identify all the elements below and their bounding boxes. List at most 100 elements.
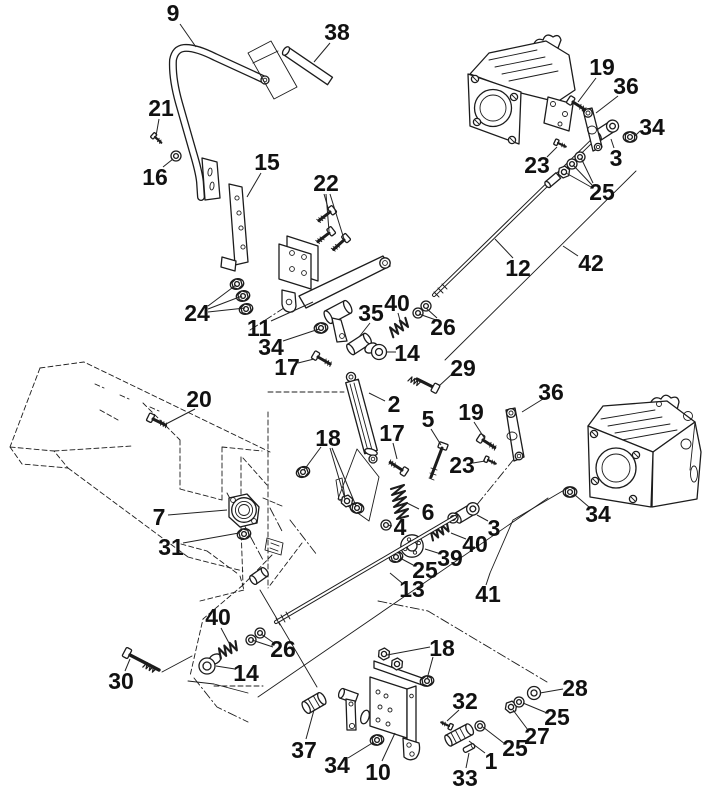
leader-line xyxy=(313,42,331,63)
washer-26-mid-b xyxy=(420,300,432,312)
part-label-27-53: 27 xyxy=(524,723,550,749)
screw-19-right xyxy=(474,431,500,454)
screw-23-top xyxy=(552,137,569,151)
leader-line xyxy=(438,373,453,387)
ball-joint-14-bottom xyxy=(198,653,222,675)
leader-line xyxy=(512,709,529,731)
flange-bearing-7 xyxy=(228,493,260,528)
part-label-25-52: 25 xyxy=(544,704,570,730)
leader-line xyxy=(494,238,514,259)
leader-line xyxy=(610,138,615,149)
pivot-arm-36-right xyxy=(505,407,525,462)
part-label-12-12: 12 xyxy=(505,255,531,281)
leader-line xyxy=(251,639,274,648)
flange-nut-18-bot xyxy=(418,674,436,688)
leader-line xyxy=(424,548,442,555)
nut-34-right xyxy=(562,486,578,498)
part-label-15-4: 15 xyxy=(254,149,280,175)
part-label-26-19: 26 xyxy=(430,314,456,340)
leader-line xyxy=(386,646,431,656)
nut-34-top xyxy=(622,131,638,143)
leader-line xyxy=(572,164,593,186)
part-label-33-56: 33 xyxy=(452,765,478,791)
part-label-34-39: 34 xyxy=(585,501,611,527)
leader-line xyxy=(282,328,320,342)
part-label-13-37: 13 xyxy=(399,576,425,602)
part-label-25-11: 25 xyxy=(589,179,615,205)
leader-line xyxy=(389,572,403,584)
bolt-29 xyxy=(407,375,441,394)
leader-line-42 xyxy=(444,170,637,361)
leader-line xyxy=(246,172,262,198)
leader-line xyxy=(546,146,558,158)
part-label-34-47: 34 xyxy=(324,752,350,778)
part-label-32-50: 32 xyxy=(452,688,478,714)
leader-line xyxy=(303,446,322,471)
washer-28 xyxy=(526,685,542,701)
leader-line xyxy=(162,158,174,168)
part-label-19-26: 19 xyxy=(458,399,484,425)
leader-line xyxy=(358,322,371,338)
part-label-23-10: 23 xyxy=(524,152,550,178)
leader-line xyxy=(207,307,246,313)
part-label-34-16: 34 xyxy=(258,334,284,360)
leader-line xyxy=(207,284,237,307)
spacer-35 xyxy=(346,332,372,356)
leader-line xyxy=(387,524,393,527)
washer-26-mid-a xyxy=(412,307,424,319)
part-label-16-3: 16 xyxy=(142,164,168,190)
leader-line xyxy=(465,752,470,769)
part-label-26-45: 26 xyxy=(270,636,296,662)
leader-line xyxy=(476,514,489,522)
leader-line xyxy=(634,130,641,137)
leader-line xyxy=(482,726,506,745)
leader-line xyxy=(182,532,240,544)
leader-line xyxy=(329,193,345,240)
part-label-18-49: 18 xyxy=(429,635,455,661)
leader-line xyxy=(381,732,396,762)
washer-25-bot-b xyxy=(513,696,525,708)
leader-line xyxy=(325,193,330,232)
bolt-17-right xyxy=(385,456,411,479)
part-label-40-34: 40 xyxy=(462,531,488,557)
leader-line xyxy=(446,709,460,722)
leader-line xyxy=(425,307,438,319)
hydraulic-pump-bottom xyxy=(587,394,702,508)
screw-21 xyxy=(149,131,165,147)
screws-22 xyxy=(313,203,353,255)
part-label-40-18: 40 xyxy=(384,290,410,316)
washer-26-bot-b xyxy=(254,627,266,639)
part-label-17-22: 17 xyxy=(274,354,300,380)
leader-line xyxy=(562,245,579,257)
leader-line xyxy=(426,656,434,680)
nut-34-bottom xyxy=(368,733,386,747)
leader-line xyxy=(215,665,236,670)
leader-line xyxy=(468,740,486,754)
support-bar-15 xyxy=(220,183,249,272)
ball-joint-3-bottom xyxy=(447,502,480,524)
part-label-24-14: 24 xyxy=(184,300,210,326)
leader-line xyxy=(430,428,442,446)
part-label-37-46: 37 xyxy=(291,737,317,763)
leader-line xyxy=(539,688,564,694)
part-label-28-51: 28 xyxy=(562,675,588,701)
part-label-34-8: 34 xyxy=(639,114,665,140)
leader-line xyxy=(565,172,592,188)
part-label-25-54: 25 xyxy=(502,735,528,761)
spring-6 xyxy=(389,483,410,521)
part-label-10-48: 10 xyxy=(365,759,391,785)
leader-line xyxy=(473,421,486,440)
part-label-29-21: 29 xyxy=(450,355,476,381)
leader-line xyxy=(574,494,590,508)
bolt-17-left xyxy=(309,349,335,370)
leader-line xyxy=(124,658,131,672)
part-label-42-13: 42 xyxy=(578,250,604,276)
part-label-3-9: 3 xyxy=(610,145,623,171)
part-label-4-32: 4 xyxy=(394,514,407,540)
part-label-17-24: 17 xyxy=(379,420,405,446)
leader-line xyxy=(397,312,402,325)
bolt-20 xyxy=(144,411,170,431)
leader-line xyxy=(406,502,420,510)
